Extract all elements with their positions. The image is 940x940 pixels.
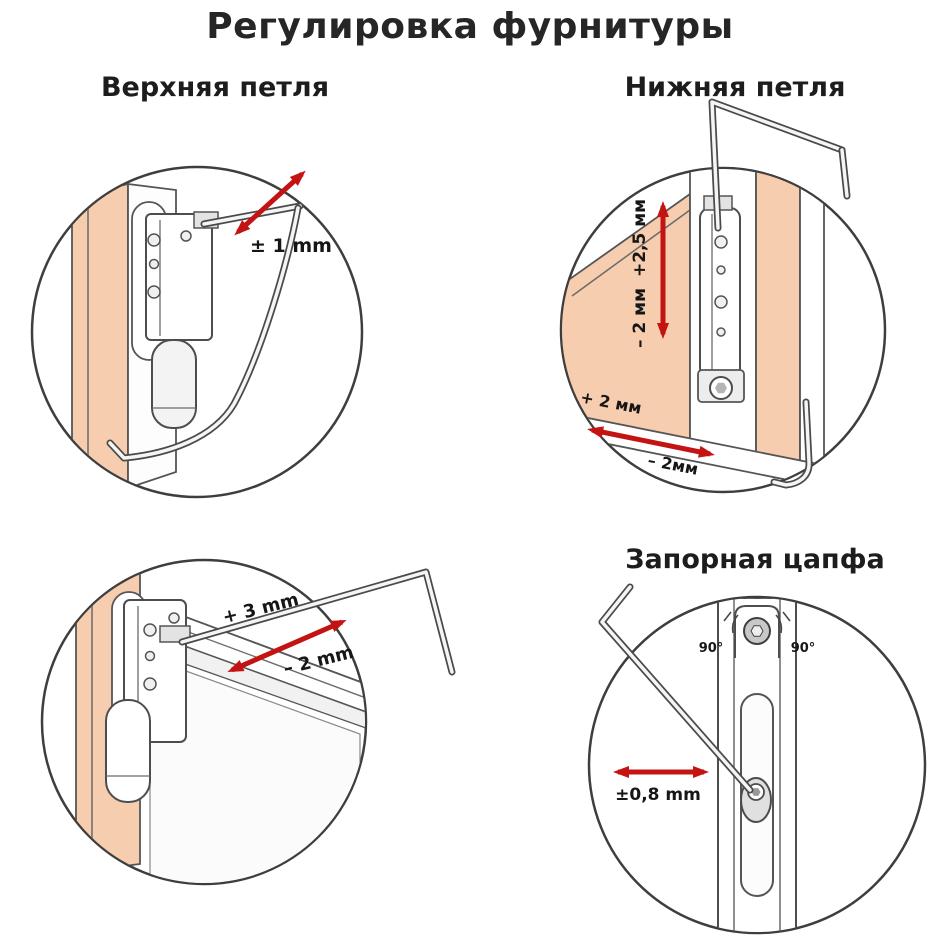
screw-hole bbox=[148, 258, 160, 270]
page-title: Регулировка фурнитуры bbox=[206, 6, 734, 47]
angle-label: 90° bbox=[791, 641, 816, 656]
hinge-barrel bbox=[105, 699, 151, 803]
top-hinge-title: Верхняя петля bbox=[100, 72, 330, 103]
hinge-assembly bbox=[105, 599, 191, 803]
rotation-detail: 90° 90° bbox=[699, 605, 816, 658]
screw-hole bbox=[180, 230, 192, 242]
measurement-label: – 2 мм bbox=[630, 288, 650, 348]
panel-side-adjustment: + 3 mm – 2 mm bbox=[40, 558, 456, 886]
hinge-barrel bbox=[151, 339, 197, 429]
rotate-arc-right bbox=[775, 614, 783, 634]
frame-edge-line bbox=[571, 209, 691, 297]
frame-outer-strip bbox=[799, 176, 825, 470]
screw-hole bbox=[168, 612, 180, 624]
rotate-arc-left bbox=[731, 614, 739, 634]
screw-hole bbox=[714, 295, 728, 309]
hinge-plate bbox=[145, 213, 213, 341]
key-body bbox=[600, 585, 752, 792]
key-tip bbox=[840, 148, 849, 198]
adjustment-arrow bbox=[227, 619, 347, 673]
bottom-hinge-title: Нижняя петля bbox=[624, 72, 846, 103]
screw-hole bbox=[714, 235, 728, 249]
tick-mark bbox=[723, 611, 732, 622]
tick-mark bbox=[782, 611, 791, 622]
hinge-plate bbox=[699, 207, 741, 379]
screw-hole bbox=[147, 233, 161, 247]
screw-hole bbox=[143, 677, 157, 691]
hook-body bbox=[772, 400, 811, 487]
allen-key-icon bbox=[178, 568, 456, 676]
screw-hole bbox=[147, 285, 161, 299]
key-body bbox=[710, 100, 844, 230]
horizontal-adjustment-arrow bbox=[587, 426, 715, 458]
key-body bbox=[180, 570, 454, 674]
screw-hole bbox=[143, 623, 157, 637]
hex-socket bbox=[750, 625, 764, 637]
panel-top-hinge: ± 1 mm bbox=[30, 165, 364, 499]
angle-label: 90° bbox=[699, 641, 724, 656]
frame-board bbox=[755, 169, 801, 464]
adjustment-arrow bbox=[234, 170, 306, 236]
allen-key-hook-icon bbox=[770, 398, 813, 489]
adjustment-screw-housing bbox=[159, 625, 191, 643]
window-frame bbox=[562, 169, 839, 491]
key-long-arm bbox=[108, 206, 300, 460]
panel-locking-cam: 90° 90° ±0,8 mm bbox=[587, 583, 927, 935]
locking-cam-title: Запорная цапфа bbox=[625, 544, 885, 575]
glass-pane bbox=[149, 657, 361, 883]
measurement-label: ± 1 mm bbox=[250, 235, 332, 257]
hinge-assembly bbox=[697, 195, 745, 403]
allen-key-icon bbox=[708, 98, 851, 232]
screw-hole bbox=[716, 327, 726, 337]
hex-socket bbox=[751, 788, 761, 796]
hex-socket bbox=[715, 382, 727, 394]
screw-hole bbox=[716, 265, 726, 275]
panel-bottom-hinge: +2,5 мм – 2 мм + 2 мм – 2мм bbox=[559, 98, 887, 494]
screw-hole bbox=[144, 650, 156, 662]
measurement-label: +2,5 мм bbox=[630, 199, 650, 277]
measurement-label: ±0,8 mm bbox=[615, 785, 701, 805]
allen-key-icon bbox=[598, 583, 754, 794]
detail-bracket bbox=[734, 605, 780, 658]
